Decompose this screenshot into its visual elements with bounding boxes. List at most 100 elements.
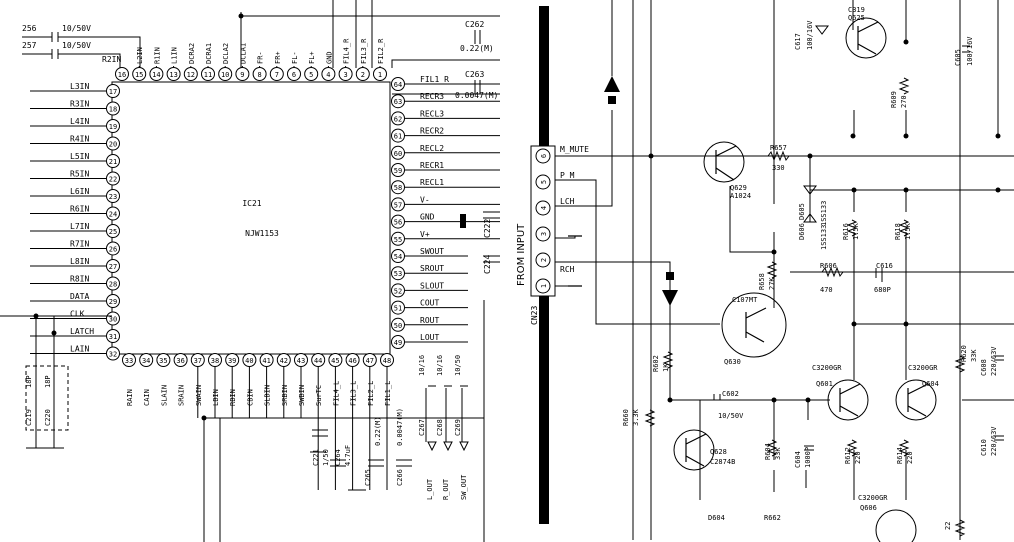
label-10-16-a: 10/16 <box>418 355 426 376</box>
ic21-pin-20 <box>106 136 120 151</box>
ic21-pin-33 <box>122 353 136 367</box>
ic21-pin-number: 19 <box>109 123 117 131</box>
cap-symbols-right <box>474 30 481 94</box>
component-label: D606 <box>798 223 806 240</box>
ic21-pin-42 <box>276 353 291 367</box>
ic21-pin-label: ROUT <box>420 316 439 325</box>
component-label: Q625 <box>848 14 865 22</box>
label-10-50: 10/50 <box>454 355 462 376</box>
label-r2in: R2IN <box>102 55 121 64</box>
cn23-pin-number: 2 <box>540 258 548 262</box>
ic21-pin-number: 27 <box>109 263 117 271</box>
component-label: 680P <box>874 286 891 294</box>
ic21-pin-number: 7 <box>275 71 279 79</box>
component-label: 220/63V <box>990 426 998 456</box>
ic21-pin-4 <box>321 67 336 81</box>
ic21-pin-50 <box>391 317 405 332</box>
junction <box>903 321 909 327</box>
ic21-pin-6 <box>287 67 301 81</box>
ic21-pin-number: 3 <box>343 71 347 79</box>
ic21-pin-23 <box>106 189 120 203</box>
label-c220: C220 <box>44 409 52 426</box>
cap-symbols-top-left <box>51 32 59 59</box>
ic21-pin-2 <box>355 67 370 81</box>
ic21-pin-label: R4IN <box>70 135 89 144</box>
ic21-pin-number: 30 <box>109 316 117 324</box>
ic21-pin-label: RECR1 <box>420 161 444 170</box>
ic21-pin-21 <box>106 154 120 168</box>
ic21-pin-number: 62 <box>394 115 402 123</box>
component-label: 100/16V <box>966 36 974 66</box>
component-label: R606 <box>820 262 837 270</box>
ic21-pin-label: SLAIN <box>160 385 168 406</box>
ic21-pin-7 <box>269 67 284 81</box>
ic21-pin-17 <box>106 84 120 98</box>
component-label: C616 <box>876 262 893 270</box>
cn23-pin-number: 6 <box>540 154 548 158</box>
ic21-pin-number: 23 <box>109 193 117 201</box>
label-c266: C266 <box>396 469 404 486</box>
ic21-pin-59 <box>391 163 405 177</box>
cn23-pin-4 <box>535 200 551 216</box>
ic21-pin-number: 34 <box>142 357 150 365</box>
ic21-pin-label: SLBIN <box>264 385 272 406</box>
output-wires <box>425 385 468 442</box>
ic21-pin-number: 60 <box>394 150 402 158</box>
ic21-pin-label: FIL1_R <box>420 75 449 84</box>
ic21-pin-label: R5IN <box>70 170 89 179</box>
ic21-pin-label: FIL3_L <box>350 381 358 406</box>
ic21-pin-36 <box>173 353 188 367</box>
cn23-pin-number: 1 <box>540 284 548 288</box>
ic21-pin-number: 4 <box>326 71 330 79</box>
label-c269: C269 <box>454 419 462 436</box>
ic21-pin-label: FL+ <box>308 51 316 64</box>
ic21-pin-number: 10 <box>221 71 229 79</box>
junction <box>238 13 244 19</box>
ic21-pin-label: SWBIN <box>298 385 306 406</box>
ic21-pin-label: L3IN <box>70 82 89 91</box>
ic21-pin-39 <box>225 353 240 367</box>
label-18p-1: 18P <box>25 375 33 388</box>
ic21-pin-number: 6 <box>292 71 296 79</box>
junction <box>51 330 57 336</box>
component-label: C3200GR <box>858 494 888 502</box>
arrow-up-icon <box>604 76 620 92</box>
ground-wires <box>555 236 576 287</box>
ic21-pin-number: 56 <box>394 219 402 227</box>
ic21-pin-number: 36 <box>176 357 184 365</box>
component-label: C2874B <box>710 458 735 466</box>
ic21-pin-number: 38 <box>211 357 219 365</box>
ic21-pin-60 <box>391 145 405 160</box>
ic21-pin-label: FIL2_L <box>367 381 375 406</box>
ic21-pin-63 <box>391 94 405 109</box>
component-label: R658 <box>758 273 766 290</box>
component-label: C319 <box>848 6 865 14</box>
ic21-pin-37 <box>190 353 205 367</box>
net-rch: RCH <box>560 265 575 274</box>
component-label: 220 <box>854 451 862 464</box>
ic21-pin-label: V- <box>420 195 430 204</box>
arrow-up-block <box>608 96 616 104</box>
ic21-pin-label: LATCH <box>70 327 94 336</box>
ic21-pin-number: 8 <box>257 71 261 79</box>
component-label: Q601 <box>816 380 833 388</box>
component-label: D604 <box>708 514 725 522</box>
cn23-pin-1 <box>535 278 551 294</box>
ic21-pin-label: RBIN <box>229 389 237 406</box>
ic21-pin-57 <box>391 197 405 212</box>
component-label: C602 <box>722 390 739 398</box>
ic21-pin-label: DCRA1 <box>205 43 213 64</box>
component-label: 10/50V <box>718 412 744 420</box>
ic21-pin-label: FIL4_L <box>332 381 340 406</box>
label-c263: C263 <box>465 70 484 79</box>
junction <box>648 153 654 159</box>
component-label: C617 <box>794 33 802 50</box>
junction <box>851 321 857 327</box>
ic21-pin-label: RECR3 <box>420 92 444 101</box>
transistor-q625 <box>845 17 887 59</box>
ic21-bottom-wires <box>197 367 388 490</box>
cn23-ref: CN23 <box>530 306 539 325</box>
ic21-pin-27 <box>106 259 120 273</box>
